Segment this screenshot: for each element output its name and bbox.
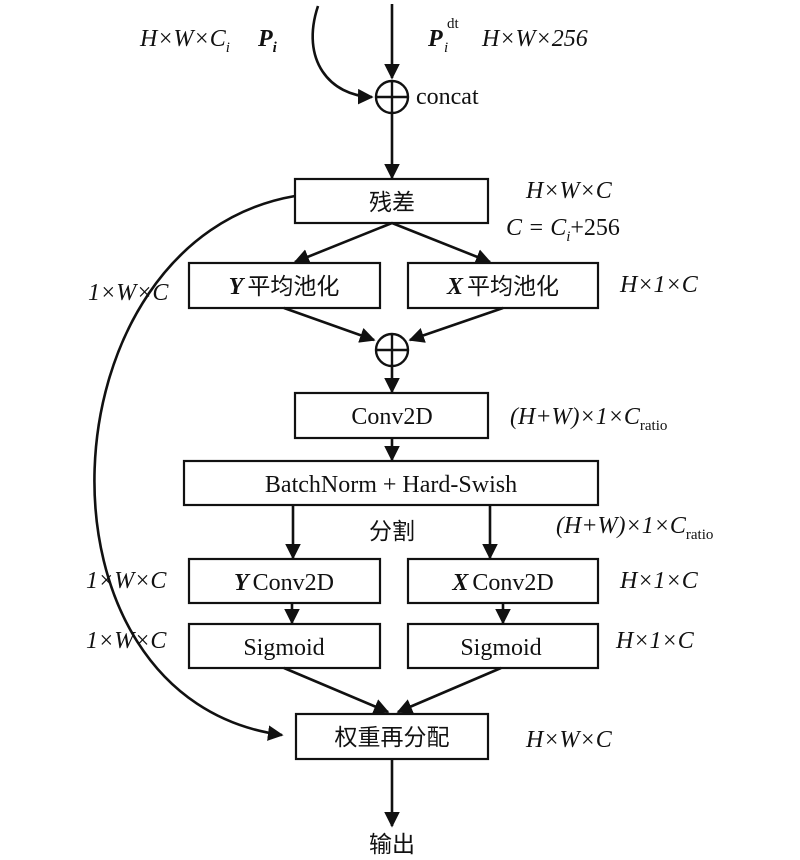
ypool-to-plus-arrow bbox=[283, 306, 376, 343]
conv2d-label: Conv2D bbox=[351, 404, 432, 430]
split-label: 分割 bbox=[369, 519, 415, 545]
y-sigmoid-box bbox=[187, 622, 382, 670]
concat-plus-icon bbox=[374, 79, 410, 115]
input-pdt-dims: H×W×256 bbox=[481, 26, 588, 52]
y-conv-dims: 1×W×C bbox=[86, 568, 167, 594]
conv2d-dims: (H+W)×1×Cratio bbox=[510, 404, 667, 434]
x-conv-dims: H×1×C bbox=[619, 568, 699, 594]
x-pool-dims: H×1×C bbox=[619, 272, 699, 298]
input-pi-symbol: Pi bbox=[257, 26, 278, 56]
ysigmoid-to-reweight-arrow bbox=[283, 666, 390, 714]
x-sigmoid-dims: H×1×C bbox=[615, 628, 695, 654]
bn-hswish-box bbox=[182, 459, 600, 507]
x-sigmoid-label: Sigmoid bbox=[460, 635, 541, 661]
y-pool-dims: 1×W×C bbox=[88, 280, 169, 306]
y-conv-box bbox=[187, 557, 382, 605]
residual-to-xpool-arrow bbox=[391, 221, 492, 265]
xpool-to-plus-arrow bbox=[408, 306, 504, 343]
xsigmoid-to-reweight-arrow bbox=[396, 666, 502, 714]
reweight-box bbox=[294, 712, 490, 761]
concat-label: concat bbox=[416, 84, 479, 110]
input-pi-dims: H×W×Ci bbox=[139, 26, 230, 56]
channel-equation: C = Ci+256 bbox=[506, 215, 620, 245]
merge-plus-icon bbox=[374, 332, 410, 368]
reweight-dims: H×W×C bbox=[525, 727, 613, 753]
split-dims: (H+W)×1×Cratio bbox=[556, 513, 713, 543]
output-label: 输出 bbox=[369, 832, 415, 858]
residual-skip-arrow bbox=[93, 194, 296, 741]
y-sigmoid-dims: 1×W×C bbox=[86, 628, 167, 654]
x-conv-box bbox=[406, 557, 600, 605]
residual-dims: H×W×C bbox=[525, 178, 613, 204]
input-pdt-sub: i bbox=[444, 40, 448, 56]
x-pool-box bbox=[406, 261, 600, 310]
input-pdt-symbol: P bbox=[427, 26, 443, 52]
reweight-label: 权重再分配 bbox=[335, 725, 450, 751]
x-sigmoid-box bbox=[406, 622, 600, 670]
bn-hswish-label: BatchNorm + Hard-Swish bbox=[265, 472, 517, 498]
residual-to-ypool-arrow bbox=[293, 221, 393, 264]
y-sigmoid-label: Sigmoid bbox=[243, 635, 324, 661]
conv2d-box bbox=[293, 391, 490, 440]
input-pi-arrow bbox=[311, 5, 374, 105]
input-pdt-sup: dt bbox=[447, 16, 460, 32]
residual-label: 残差 bbox=[369, 190, 415, 216]
